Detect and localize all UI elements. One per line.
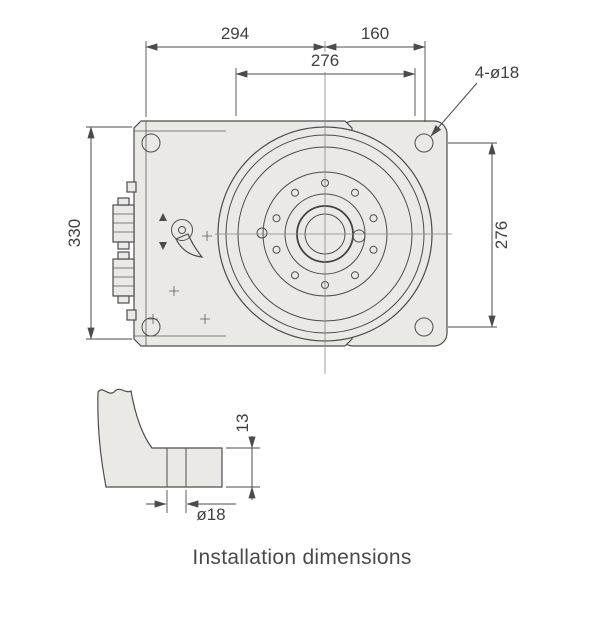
top-view: 294 160 276 4-ø18 330 276 bbox=[65, 24, 519, 374]
edge-tab-lower bbox=[126, 309, 137, 321]
edge-tab-upper bbox=[126, 181, 137, 193]
mounting-hole-bottom-right bbox=[414, 317, 434, 337]
mounting-hole-top-right bbox=[414, 133, 434, 153]
dimension-276-top: 276 bbox=[235, 51, 416, 116]
adjust-arrow-up-icon bbox=[159, 213, 167, 221]
foot-hole-lines bbox=[166, 448, 187, 487]
dimension-276-right: 276 bbox=[448, 142, 511, 328]
dim-13-label: 13 bbox=[233, 414, 252, 433]
dim-d18-label: ø18 bbox=[196, 505, 225, 524]
section-view: 13 ø18 bbox=[97, 388, 260, 524]
dimension-d18: ø18 bbox=[146, 490, 236, 524]
pin-hole-right bbox=[352, 229, 366, 243]
dim-276-right-label: 276 bbox=[492, 221, 511, 249]
mounting-hole-bottom-left bbox=[141, 317, 161, 337]
engraved-cross-marks bbox=[148, 231, 212, 324]
dim-160-label: 160 bbox=[361, 24, 389, 43]
dimension-160: 160 bbox=[324, 24, 426, 122]
dimension-330-left: 330 bbox=[65, 126, 132, 340]
connector-block-upper bbox=[112, 197, 135, 250]
lever-assembly bbox=[159, 213, 204, 258]
mounting-hole-top-left bbox=[141, 133, 161, 153]
dim-330-label: 330 bbox=[65, 219, 84, 247]
caption: Installation dimensions bbox=[192, 546, 411, 569]
foot-profile bbox=[97, 388, 223, 488]
hole-callout-4-d18: 4-ø18 bbox=[430, 63, 519, 137]
adjust-arrow-down-icon bbox=[159, 242, 167, 250]
dim-276-top-label: 276 bbox=[311, 51, 339, 70]
dimension-13: 13 bbox=[226, 414, 260, 500]
lever-pivot bbox=[171, 219, 193, 241]
mounting-holes bbox=[141, 133, 434, 337]
hole-callout-label: 4-ø18 bbox=[475, 63, 519, 82]
dimension-294: 294 bbox=[145, 24, 326, 117]
connector-block-lower bbox=[112, 251, 135, 304]
lever-arm bbox=[175, 233, 204, 258]
dim-294-label: 294 bbox=[221, 24, 249, 43]
lever-pivot-center bbox=[178, 226, 186, 234]
pin-hole-left bbox=[256, 227, 268, 239]
